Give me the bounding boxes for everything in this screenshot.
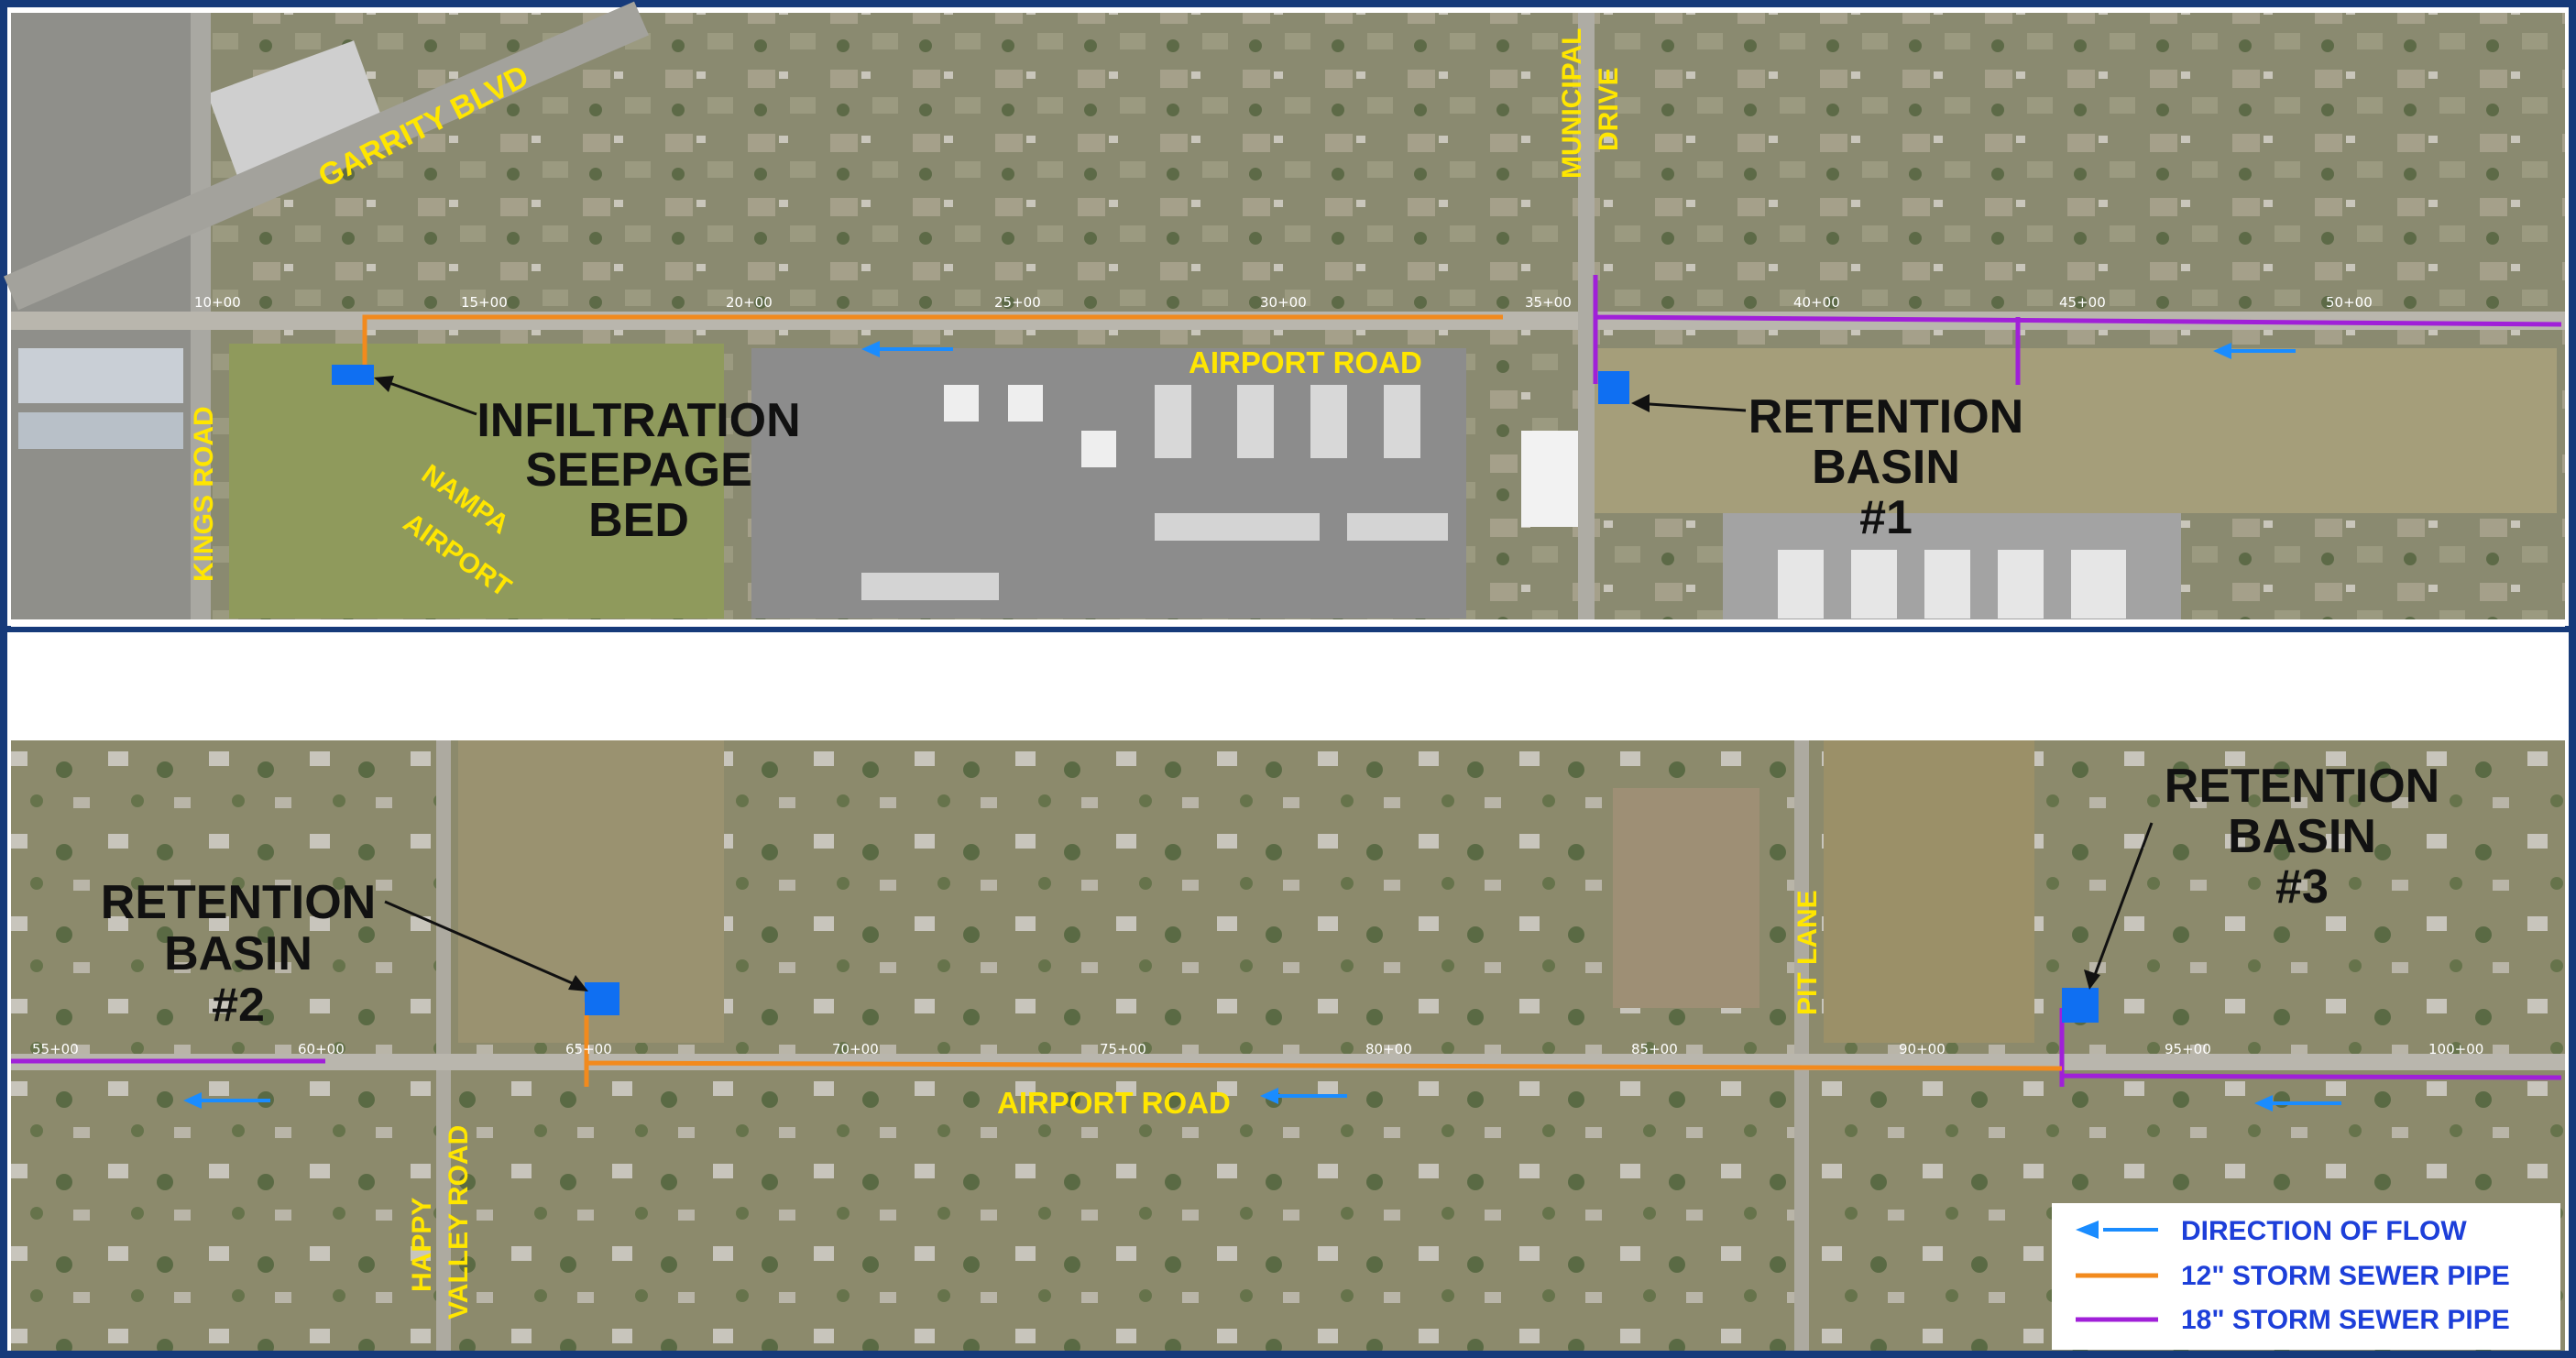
label-retention-basin-1: RETENTION BASIN #1 [1748,390,2023,544]
svg-text:SEEPAGE: SEEPAGE [525,444,752,497]
svg-text:40+00: 40+00 [1793,294,1840,311]
svg-text:45+00: 45+00 [2059,294,2106,311]
svg-text:15+00: 15+00 [461,294,508,311]
legend-18in-item: 18" STORM SEWER PIPE [2076,1305,2510,1335]
label-municipal-1: MUNICIPAL [1557,28,1587,179]
svg-text:RETENTION: RETENTION [2165,760,2439,813]
svg-text:30+00: 30+00 [1260,294,1307,311]
svg-text:100+00: 100+00 [2428,1041,2483,1057]
svg-text:90+00: 90+00 [1899,1041,1946,1057]
legend: DIRECTION OF FLOW 12" STORM SEWER PIPE 1… [2052,1203,2560,1350]
svg-text:70+00: 70+00 [832,1041,879,1057]
legend-18in-label: 18" STORM SEWER PIPE [2181,1305,2510,1335]
svg-text:80+00: 80+00 [1365,1041,1412,1057]
legend-12in-label: 12" STORM SEWER PIPE [2181,1261,2510,1291]
retention-basin-2-marker[interactable] [585,982,619,1015]
pipe-12in-bottom [584,1002,2063,1087]
svg-text:85+00: 85+00 [1631,1041,1678,1057]
legend-12in-item: 12" STORM SEWER PIPE [2076,1261,2510,1291]
svg-text:BASIN: BASIN [1812,441,1960,494]
svg-text:RETENTION: RETENTION [101,876,376,929]
flow-arrows-bottom [183,1088,2341,1112]
label-municipal-2: DRIVE [1594,67,1624,151]
label-happy: HAPPY [407,1198,437,1292]
svg-text:75+00: 75+00 [1100,1041,1146,1057]
panel-divider [0,626,2576,632]
stations-top: 10+00 15+00 20+00 25+00 30+00 35+00 40+0… [194,294,2373,311]
svg-text:BED: BED [588,494,689,547]
pipe-18in-bottom [11,1008,2562,1087]
infiltration-seepage-bed-marker[interactable] [332,365,374,385]
flow-arrows-top [861,341,2296,359]
label-airport-road-bottom: AIRPORT ROAD [997,1086,1231,1120]
svg-text:#1: #1 [1859,491,1913,544]
pipe-12in-top [362,314,1503,367]
label-airport-road-top: AIRPORT ROAD [1189,345,1422,379]
label-retention-basin-2: RETENTION BASIN #2 [101,876,376,1032]
svg-text:35+00: 35+00 [1525,294,1572,311]
retention-basin-3-marker[interactable] [2062,988,2099,1023]
label-pit-lane: PIT LANE [1792,890,1823,1015]
svg-text:95+00: 95+00 [2165,1041,2211,1057]
svg-text:INFILTRATION: INFILTRATION [477,394,800,447]
svg-text:25+00: 25+00 [994,294,1041,311]
svg-text:20+00: 20+00 [726,294,773,311]
leader-lines-top [374,376,1747,416]
leader-lines-bottom [384,822,2154,991]
svg-text:60+00: 60+00 [298,1041,345,1057]
svg-text:#2: #2 [212,979,265,1032]
svg-text:BASIN: BASIN [164,927,312,980]
svg-text:50+00: 50+00 [2326,294,2373,311]
label-valley-road: VALLEY ROAD [444,1125,474,1320]
legend-flow-label: DIRECTION OF FLOW [2181,1216,2467,1246]
pipe-18in-top [1593,275,2562,385]
svg-text:65+00: 65+00 [565,1041,612,1057]
svg-text:55+00: 55+00 [32,1041,79,1057]
svg-text:10+00: 10+00 [194,294,241,311]
stations-bottom: 55+00 60+00 65+00 70+00 75+00 80+00 85+0… [32,1041,2483,1057]
legend-flow-item: DIRECTION OF FLOW [2076,1216,2467,1246]
label-retention-basin-3: RETENTION BASIN #3 [2165,760,2439,914]
svg-text:#3: #3 [2275,860,2329,914]
svg-text:BASIN: BASIN [2228,810,2376,863]
label-kings-road: KINGS ROAD [189,406,219,582]
label-infiltration-seepage-bed: INFILTRATION SEEPAGE BED [477,394,800,547]
svg-text:RETENTION: RETENTION [1748,390,2023,444]
retention-basin-1-marker[interactable] [1598,371,1629,404]
